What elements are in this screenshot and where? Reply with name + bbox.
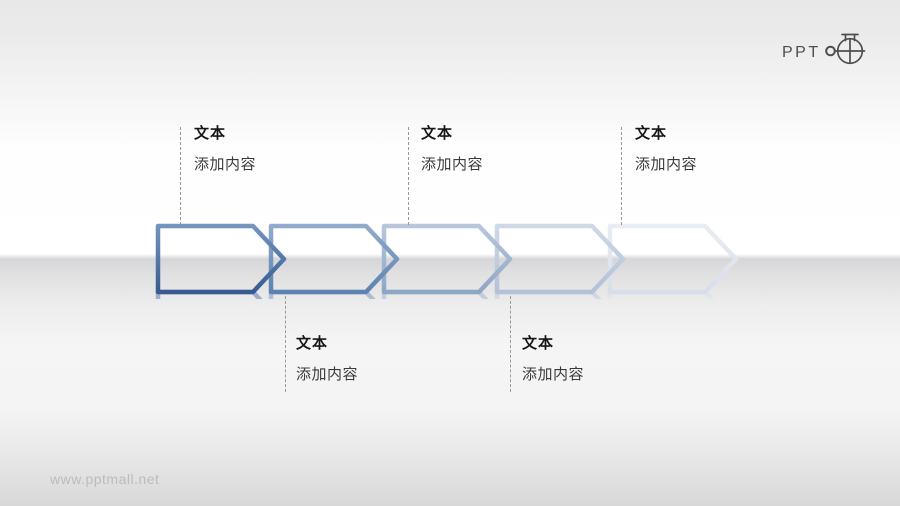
leader-line-step-1	[180, 127, 181, 225]
step-title: 文本	[421, 125, 454, 142]
leader-line-step-2	[285, 296, 286, 392]
chevron-step-4	[494, 223, 626, 295]
leader-line-step-3	[408, 127, 409, 225]
leader-line-step-4	[510, 296, 511, 392]
step-label-1: 文本 添加内容	[194, 126, 256, 173]
step-title: 文本	[635, 125, 668, 142]
step-label-3: 文本 添加内容	[421, 126, 483, 173]
step-subtitle: 添加内容	[296, 366, 359, 383]
step-subtitle: 添加内容	[194, 156, 257, 173]
logo-text: PPT	[782, 44, 821, 61]
chevron-step-5	[607, 223, 739, 295]
logo-crosshair-icon	[825, 33, 866, 65]
step-subtitle: 添加内容	[421, 156, 484, 173]
step-label-4: 文本 添加内容	[522, 336, 584, 383]
watermark-url: www.pptmall.net	[50, 471, 160, 487]
step-subtitle: 添加内容	[635, 156, 698, 173]
chevron-reflection	[158, 292, 736, 358]
step-title: 文本	[522, 335, 555, 352]
pptmall-logo: PPT	[782, 33, 866, 65]
chevron-step-1	[155, 223, 287, 295]
step-label-2: 文本 添加内容	[296, 336, 358, 383]
step-subtitle: 添加内容	[522, 366, 585, 383]
step-label-5: 文本 添加内容	[635, 126, 697, 173]
leader-line-step-5	[621, 127, 622, 225]
chevron-step-3	[381, 223, 513, 295]
step-title: 文本	[194, 125, 227, 142]
chevron-step-2	[268, 223, 400, 295]
step-title: 文本	[296, 335, 329, 352]
